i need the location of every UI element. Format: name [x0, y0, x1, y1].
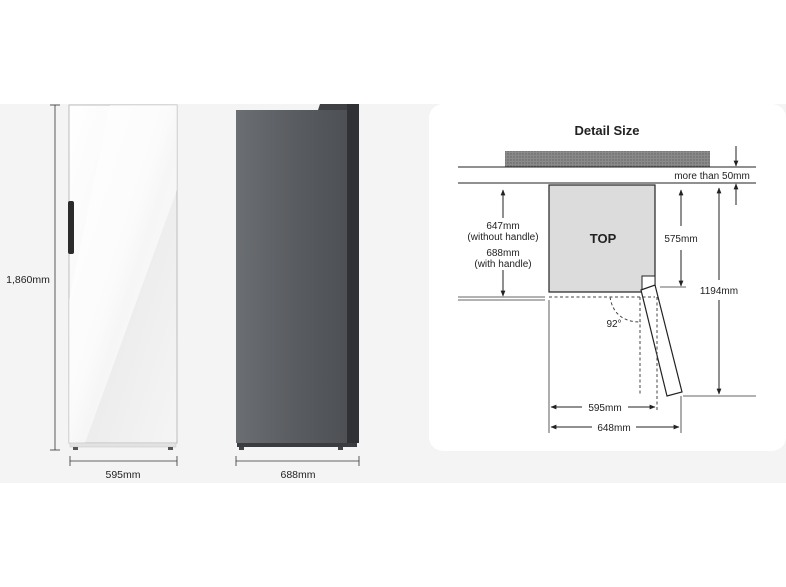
- depth-with-handle-note: (with handle): [474, 259, 531, 270]
- detail-title: Detail Size: [574, 123, 639, 138]
- clearance-label: more than 50mm: [674, 171, 750, 182]
- side-depth-label: 688mm: [280, 469, 315, 481]
- wall-hatch: [505, 151, 710, 167]
- front-base-plinth: [69, 442, 177, 448]
- body-depth-label: 575mm: [664, 234, 697, 245]
- top-label: TOP: [590, 231, 617, 246]
- open-depth-label: 1194mm: [700, 286, 738, 297]
- width-label: 595mm: [588, 403, 621, 414]
- glass-reflection: [69, 105, 177, 443]
- front-foot-left: [73, 447, 78, 450]
- front-door-handle: [68, 201, 74, 254]
- open-width-label: 648mm: [597, 423, 630, 434]
- side-view: 688mm: [235, 104, 360, 481]
- side-foot-left: [239, 447, 244, 450]
- side-base-plinth: [237, 443, 357, 447]
- side-foot-right: [338, 447, 343, 450]
- fridge-top-outline: [548, 184, 656, 293]
- front-height-label: 1,860mm: [6, 274, 50, 286]
- door-angle-label: 92°: [606, 319, 621, 330]
- side-fridge-body: [236, 110, 347, 443]
- front-width-label: 595mm: [105, 469, 140, 481]
- open-door: [640, 284, 683, 397]
- depth-without-handle-value: 647mm: [486, 221, 519, 232]
- depth-without-handle-note: (without handle): [467, 232, 538, 243]
- front-foot-right: [168, 447, 173, 450]
- depth-with-handle-value: 688mm: [486, 248, 519, 259]
- door-angle-arc: [609, 296, 642, 323]
- front-view: 1,860mm 595mm: [6, 104, 178, 481]
- side-door-panel: [347, 104, 359, 443]
- side-top-step: [318, 104, 347, 110]
- detail-size-drawing: Detail Size more than 50mm TOP 92° 647mm…: [458, 123, 756, 434]
